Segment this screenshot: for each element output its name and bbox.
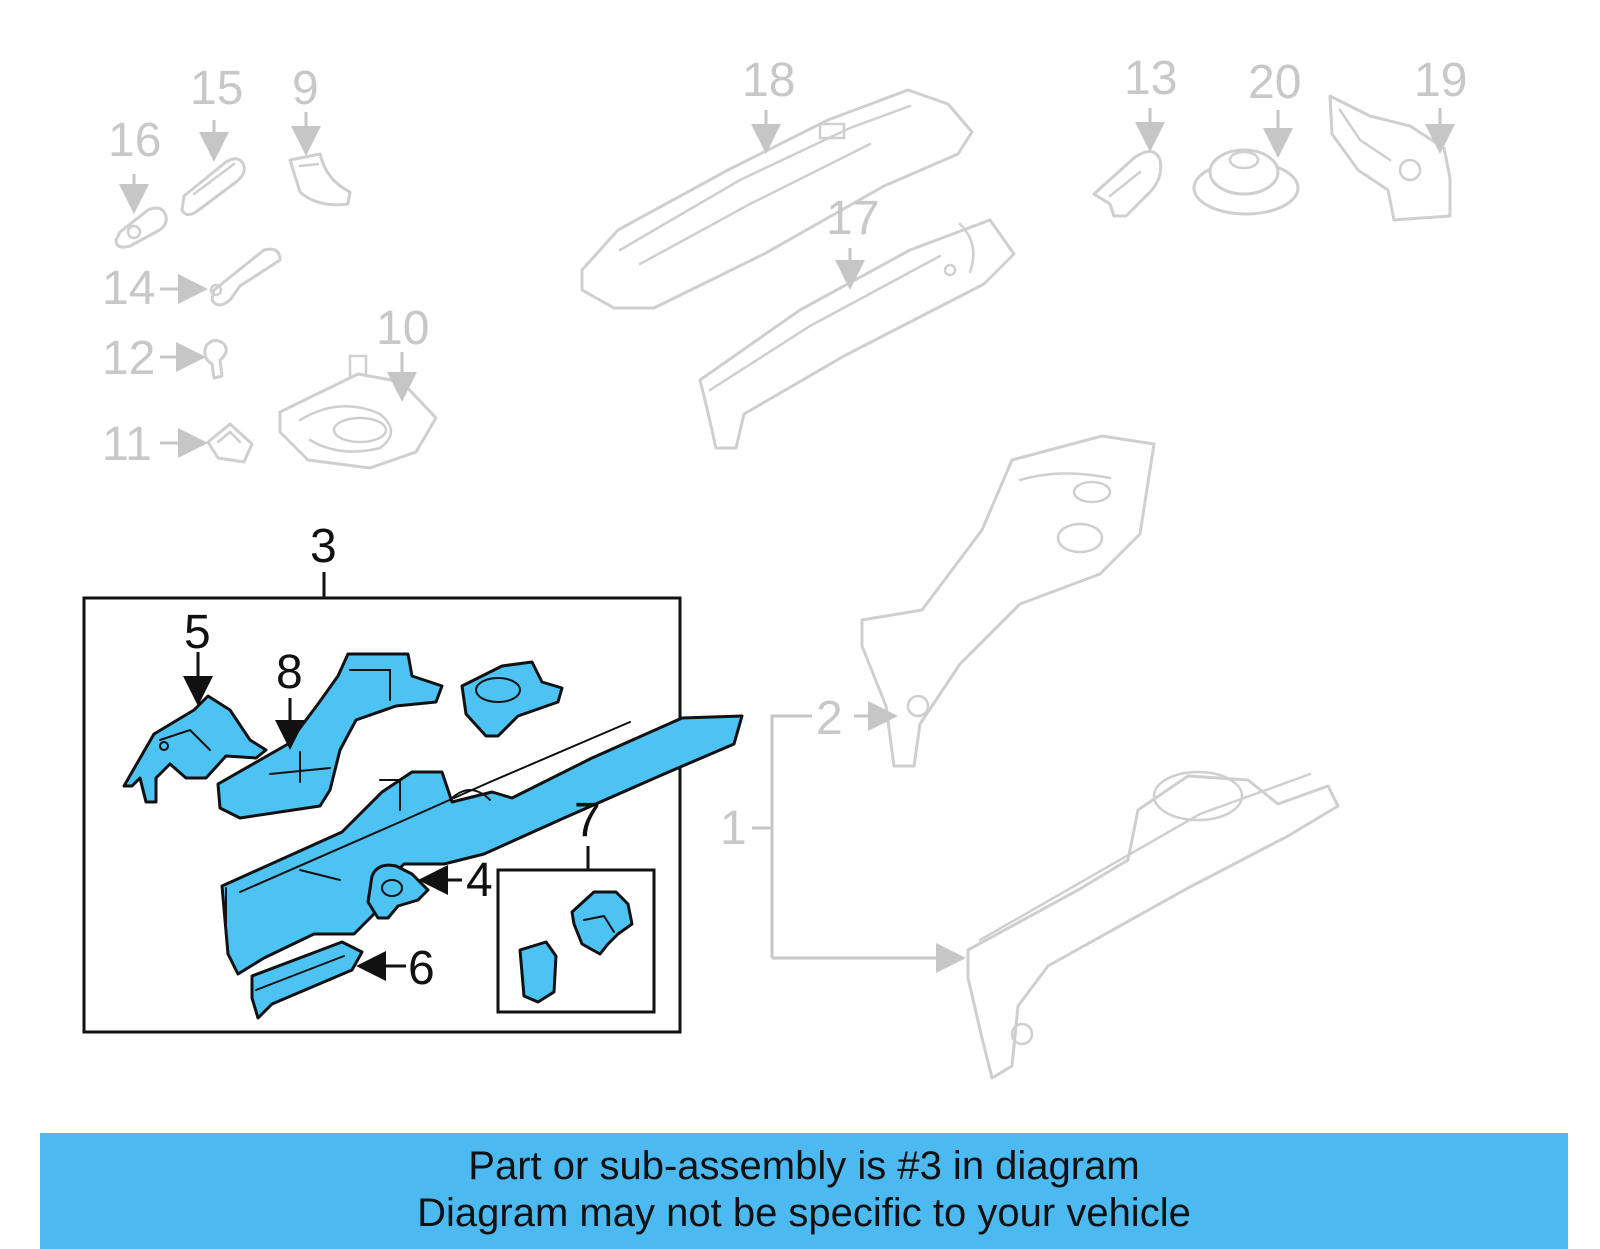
part-20 xyxy=(1192,148,1300,216)
part-11 xyxy=(206,422,254,464)
part-lower-rail xyxy=(966,770,1340,1080)
part-4 xyxy=(366,863,430,920)
callout-3: 3 xyxy=(310,520,337,573)
callout-9: 9 xyxy=(292,62,319,115)
part-9 xyxy=(288,152,352,207)
callout-20: 20 xyxy=(1248,56,1301,109)
callout-4: 4 xyxy=(466,854,493,907)
part-16 xyxy=(114,206,168,249)
part-3-main-rail xyxy=(220,714,744,976)
callout-2: 2 xyxy=(816,692,843,745)
callout-8: 8 xyxy=(276,646,303,699)
part-2 xyxy=(860,434,1156,768)
callout-6: 6 xyxy=(408,942,435,995)
part-7 xyxy=(518,890,634,1004)
callout-1: 1 xyxy=(720,802,747,855)
part-15 xyxy=(180,157,246,217)
part-7-box xyxy=(496,868,656,1014)
callout-13: 13 xyxy=(1124,52,1177,105)
part-8 xyxy=(216,652,444,820)
part-18 xyxy=(580,88,974,310)
part-13 xyxy=(1092,150,1163,218)
callout-14: 14 xyxy=(102,262,155,315)
part-unlabeled-bracket xyxy=(460,660,564,738)
info-banner: Part or sub-assembly is #3 in diagram Di… xyxy=(40,1133,1568,1249)
part-6 xyxy=(250,940,364,1020)
callout-11: 11 xyxy=(102,418,152,471)
part-14 xyxy=(209,247,282,307)
callout-19: 19 xyxy=(1414,54,1467,107)
callout-labels: 16 15 9 14 12 11 10 18 17 13 20 19 2 1 3… xyxy=(102,52,1467,995)
part-12 xyxy=(203,339,228,380)
leaders-faded xyxy=(119,108,1455,973)
banner-line-1: Part or sub-assembly is #3 in diagram xyxy=(468,1144,1140,1188)
part-10 xyxy=(278,354,438,470)
callout-12: 12 xyxy=(102,332,155,385)
leaders-dark xyxy=(183,652,462,981)
banner-line-2: Diagram may not be specific to your vehi… xyxy=(417,1191,1191,1235)
callout-5: 5 xyxy=(184,606,211,659)
part-17 xyxy=(698,218,1016,450)
callout-7: 7 xyxy=(574,794,601,847)
callout-17: 17 xyxy=(826,192,879,245)
callout-10: 10 xyxy=(376,302,429,355)
callout-16: 16 xyxy=(108,114,161,167)
callout-15: 15 xyxy=(190,62,243,115)
callout-18: 18 xyxy=(742,54,795,107)
part-19 xyxy=(1328,94,1452,222)
